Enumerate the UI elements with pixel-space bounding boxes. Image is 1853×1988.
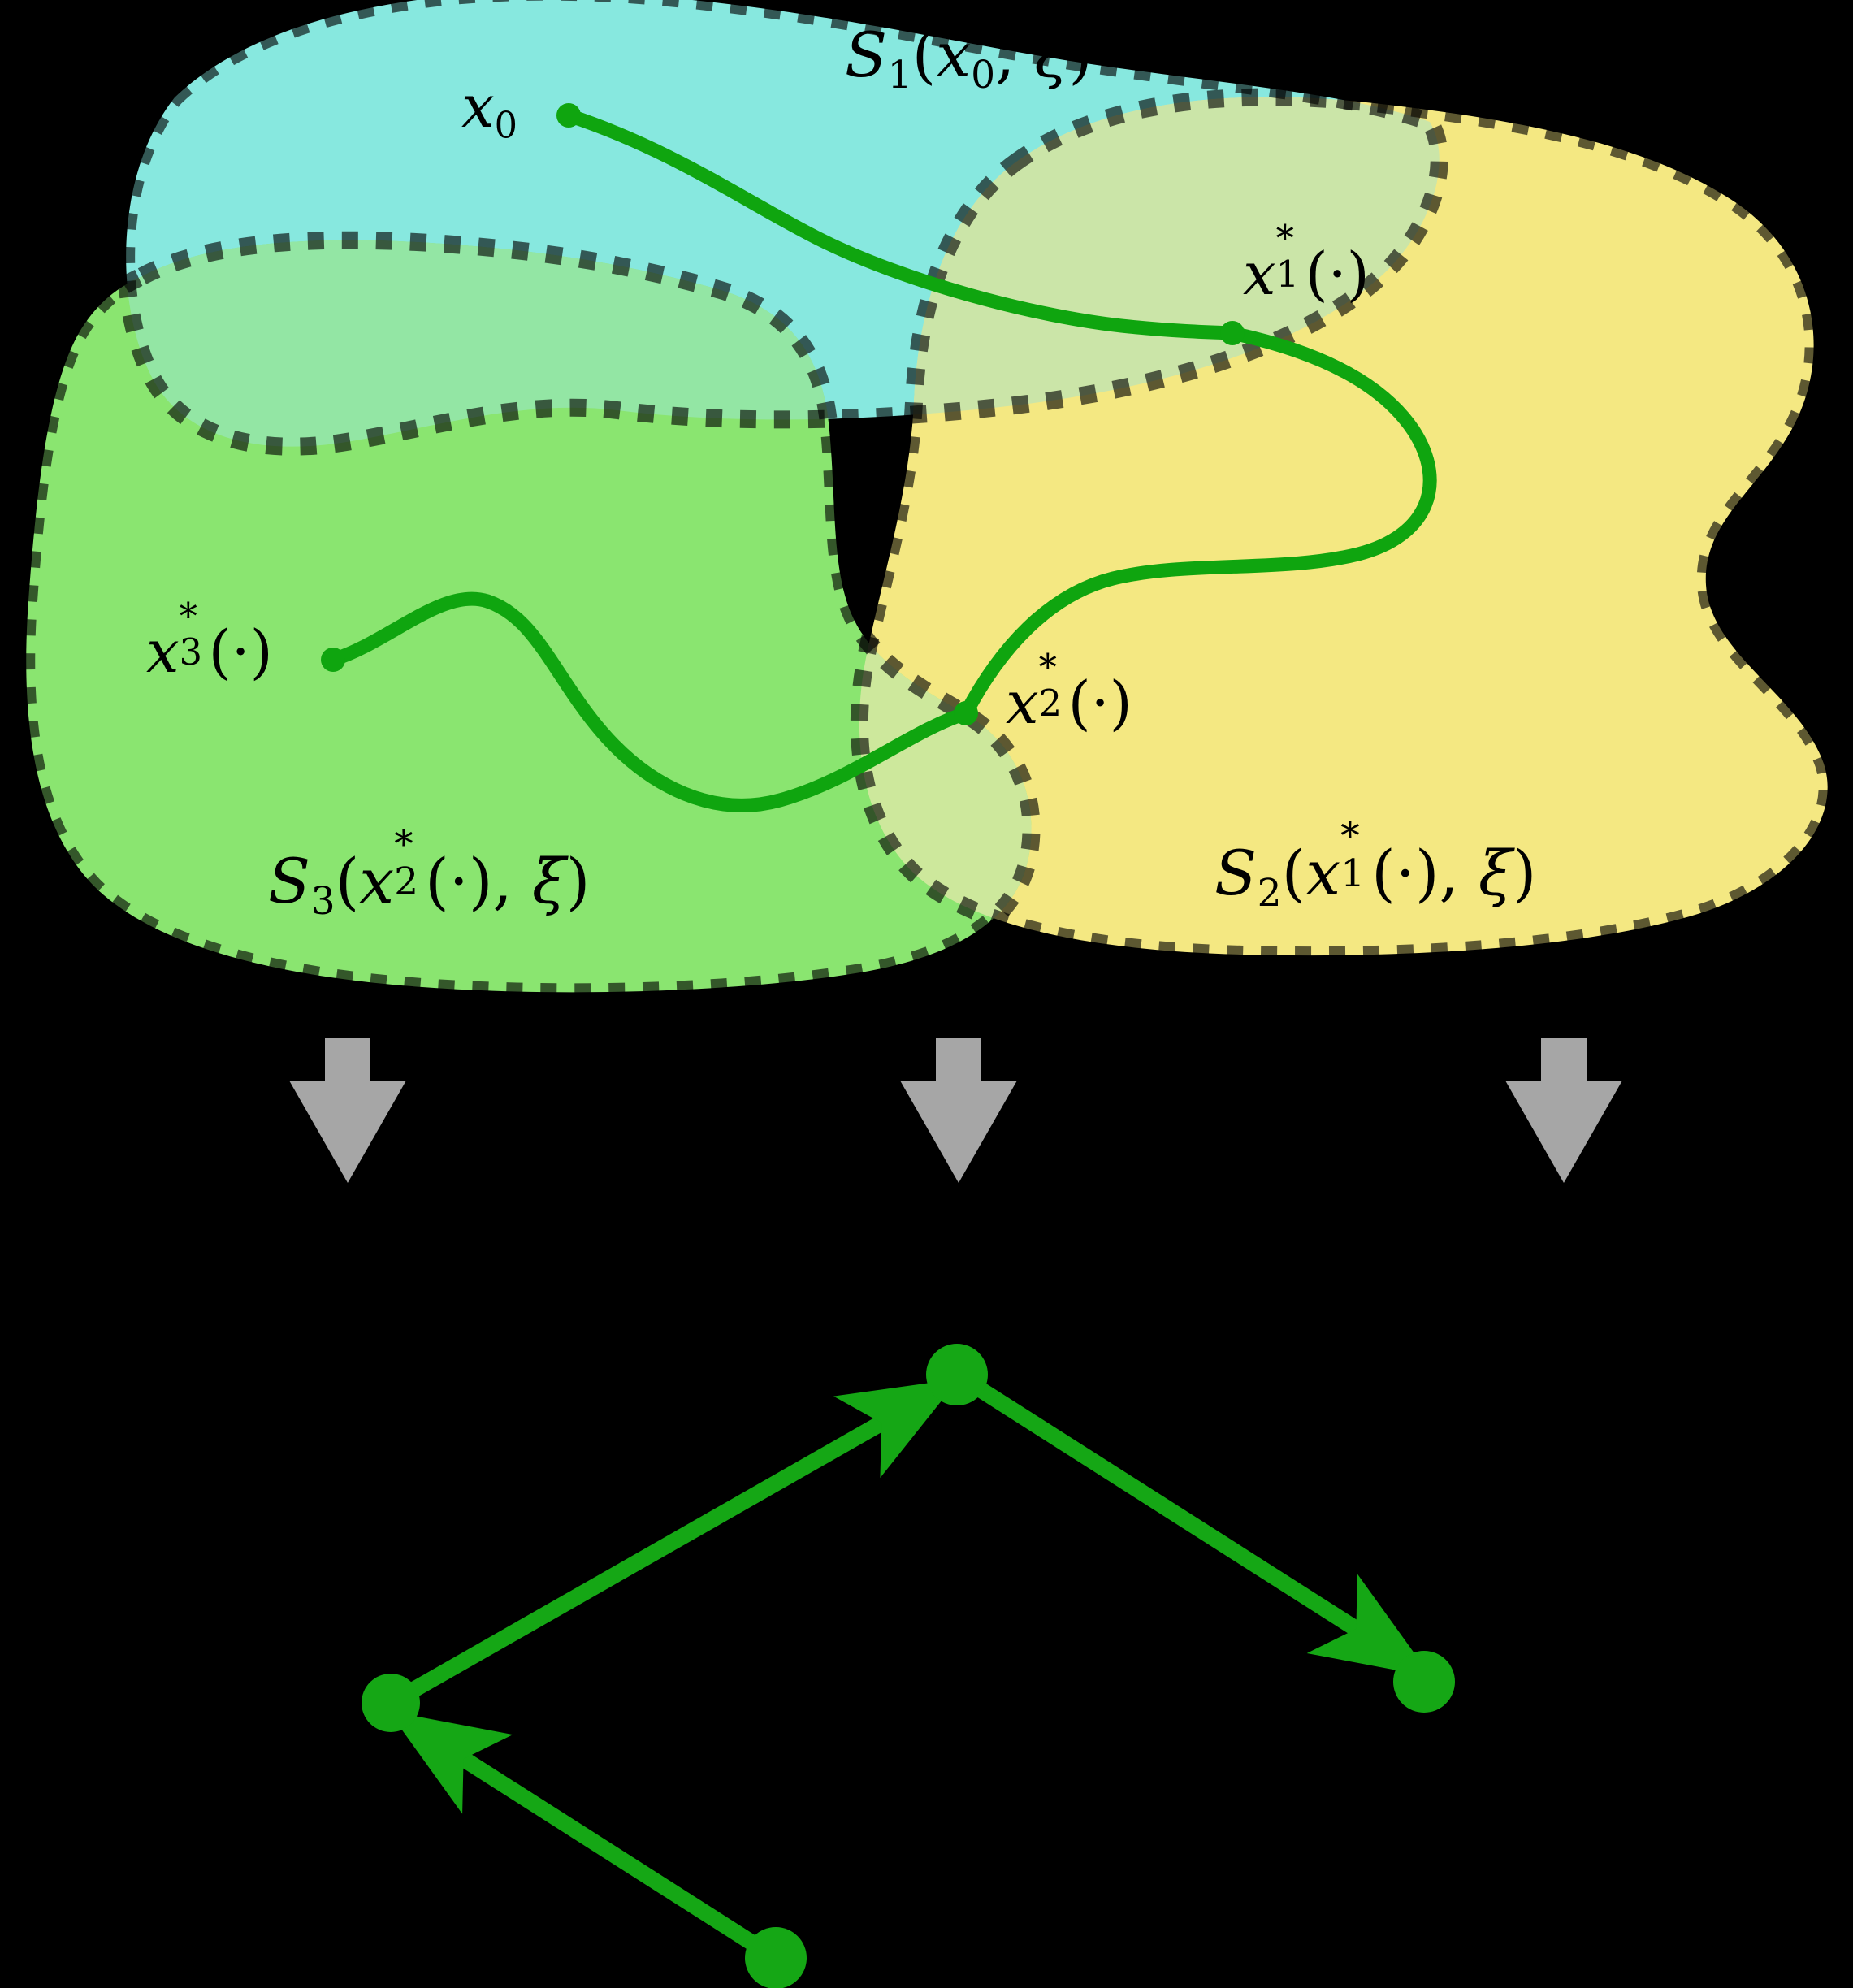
set1-xi: ξ [1034, 19, 1069, 91]
set3-arg-base: x [359, 845, 395, 917]
x3-base: x [146, 617, 180, 686]
x2-supsub: *2 [1038, 650, 1068, 725]
trajectory-dot-x2star [954, 701, 978, 725]
trajectory-segment-x2-x3 [326, 591, 973, 812]
induced-graph [362, 1344, 1455, 1988]
trajectory-path-group [321, 103, 1437, 812]
set3-script-S: S [268, 845, 311, 917]
trajectory-dot-x1star [1220, 321, 1245, 345]
x0-sub: 0 [494, 104, 518, 147]
region-outlines [17, 0, 1837, 1002]
green-region-outline [17, 231, 1041, 1002]
set3-dot-arg: (·), [425, 845, 532, 917]
set2-arg-sup: * [1340, 814, 1360, 860]
point-label-x0: x0 [461, 77, 517, 144]
graph-edge-top-to-right [952, 1367, 1431, 1677]
set2-arg-sub: 1 [1340, 851, 1366, 897]
set3-arg-sub: 2 [394, 860, 419, 905]
set2-arg-supsub: *1 [1340, 817, 1371, 897]
x3-suffix: (·) [208, 617, 273, 686]
cyan-region-outline [117, 0, 1448, 456]
set1-tail: , [995, 19, 1035, 91]
x1-sup: * [1275, 218, 1294, 261]
region-label-set3: S3(x*2(·), ξ) [268, 825, 591, 920]
down-arrow-left [289, 1038, 406, 1183]
graph-node-bottom[interactable] [745, 1927, 807, 1988]
set2-args-open: ( [1281, 837, 1306, 909]
point-label-x1-star: x*1(·) [1243, 221, 1370, 303]
x2-sub: 2 [1038, 682, 1063, 725]
set3-index: 3 [310, 879, 336, 925]
x3-sup: * [179, 596, 197, 639]
trajectory-dot-x0 [556, 103, 581, 128]
trajectory-segment-x1-x2 [959, 326, 1437, 721]
graph-node-top[interactable] [926, 1344, 988, 1405]
set1-arg-base: x [936, 19, 972, 91]
point-label-x2-star: x*2(·) [1006, 650, 1132, 732]
graph-node-right[interactable] [1393, 1651, 1455, 1713]
set2-dot-arg: (·), [1371, 837, 1479, 909]
set3-arg-sup: * [394, 822, 413, 868]
overlap-cyan-yellow [859, 97, 1440, 447]
region-label-set2: S2(x*1(·), ξ) [1214, 817, 1537, 912]
x1-suffix: (·) [1305, 240, 1370, 308]
x2-suffix: (·) [1067, 669, 1132, 737]
down-arrow-right [1505, 1038, 1622, 1183]
set1-args-open: ( [911, 19, 937, 91]
set1-arg-sub: 0 [971, 53, 996, 98]
trajectory-dot-x3star [321, 648, 345, 672]
set1-args-close: ) [1068, 19, 1093, 91]
set2-xi: ξ [1478, 837, 1513, 909]
graph-node-left[interactable] [362, 1674, 420, 1732]
down-arrow-center [900, 1038, 1017, 1183]
transition-arrows [289, 1038, 1622, 1183]
set2-arg-base: x [1305, 837, 1341, 909]
point-label-x3-star: x*3(·) [146, 599, 273, 681]
x0-base: x [461, 72, 495, 141]
set3-arg-supsub: *2 [394, 825, 425, 905]
x2-sup: * [1038, 647, 1057, 690]
x3-supsub: *3 [179, 599, 209, 673]
x2-base: x [1006, 669, 1039, 737]
set3-args-open: ( [335, 845, 360, 917]
set2-args-close: ) [1512, 837, 1537, 909]
set3-xi: ξ [531, 845, 566, 917]
set2-script-S: S [1214, 837, 1258, 909]
graph-edge-left-to-top [387, 1379, 959, 1710]
region-label-set1: S1(x0, ξ) [845, 24, 1093, 98]
x1-sub: 1 [1275, 253, 1300, 296]
set2-index: 2 [1257, 871, 1282, 916]
set1-script-S: S [845, 19, 888, 91]
trajectory-segment-x0-x1 [561, 108, 1240, 340]
graph-edge-bottom-to-left [388, 1711, 781, 1965]
set3-args-close: ) [565, 845, 591, 917]
x3-sub: 3 [179, 630, 203, 673]
set1-index: 1 [887, 53, 912, 98]
x1-base: x [1243, 240, 1276, 308]
x1-supsub: *1 [1275, 221, 1305, 296]
